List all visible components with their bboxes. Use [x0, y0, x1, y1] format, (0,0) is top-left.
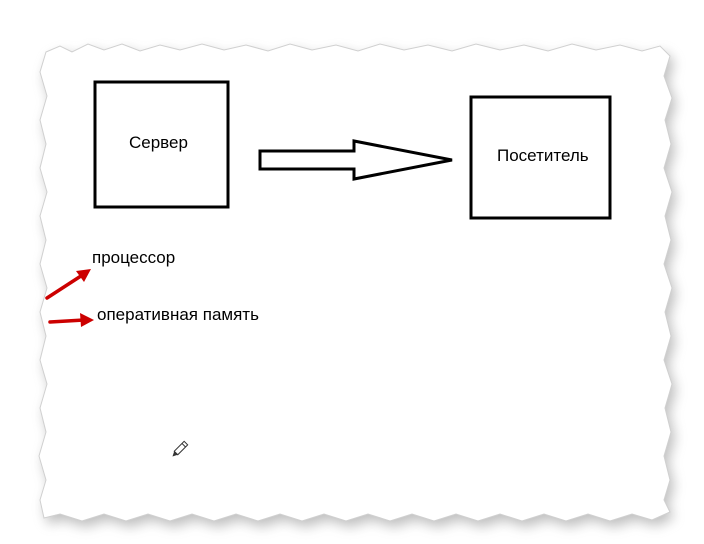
- server-node-label: Сервер: [129, 133, 188, 152]
- paper-sheet: [38, 43, 673, 522]
- list-item-ram: оперативная память: [97, 305, 259, 324]
- server-to-visitor-arrow: [258, 139, 453, 181]
- visitor-node-label: Посетитель: [497, 146, 589, 165]
- server-node-box: [93, 80, 230, 209]
- list-item-processor: процессор: [92, 248, 176, 267]
- red-arrow-icon: [45, 269, 91, 300]
- red-arrow-icon: [48, 313, 94, 327]
- visitor-node-box: [469, 95, 612, 220]
